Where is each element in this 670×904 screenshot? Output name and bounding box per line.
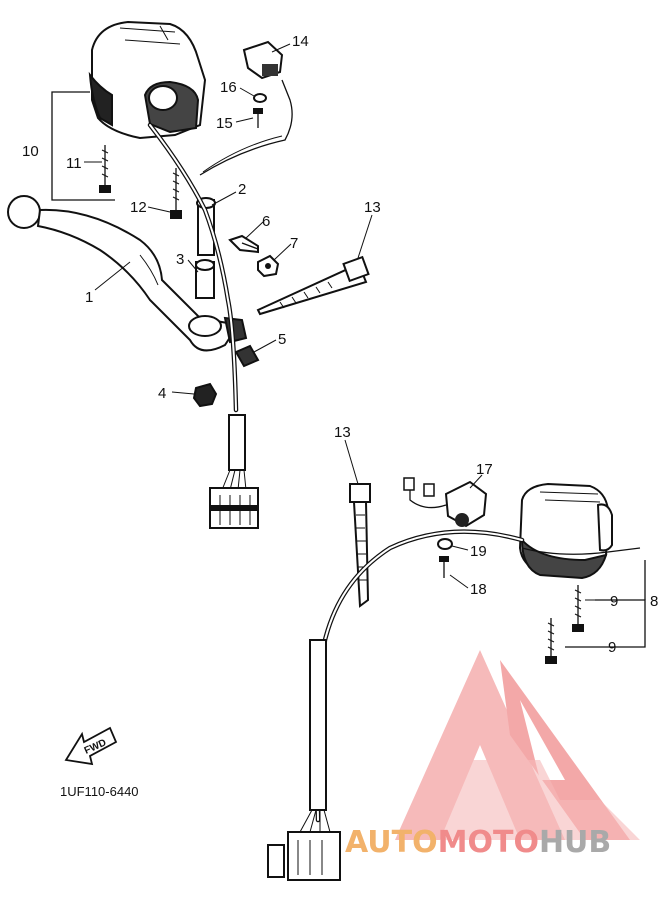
bushing-3 [195,259,215,299]
watermark-auto-text: AUTO [345,825,438,860]
washer-16 [253,93,267,103]
callout-5: 5 [278,331,286,348]
screw-18 [439,556,449,578]
callout-10: 10 [22,143,39,160]
svg-text:AUTOMOTOHUB: AUTOMOTOHUB [345,825,611,860]
callout-labels: 1 2 3 4 5 6 7 8 9 9 10 11 12 13 13 14 15… [22,33,658,656]
screw-9-upper [572,585,584,632]
callout-8: 8 [650,593,658,610]
diagram-part-code: 1UF110-6440 [60,784,139,799]
callout-17: 17 [476,461,493,478]
callout-6: 6 [262,213,270,230]
forward-direction-arrow-icon: FWD [64,726,118,766]
watermark-moto-text: MOTO [438,825,539,860]
screw-11 [99,145,111,193]
watermark-hub-text: HUB [539,825,611,860]
callout-2: 2 [238,181,246,198]
callout-9-upper: 9 [610,593,618,610]
left-switch-housing [88,20,207,140]
callout-13-upper: 13 [364,199,381,216]
bolt-5 [234,344,260,368]
callout-9-lower: 9 [608,639,616,656]
right-switch-housing [518,482,613,580]
callout-bracket-10 [51,91,115,201]
leader-lines [84,43,600,601]
cable-tie-13-upper [256,255,370,316]
screw-12 [170,168,182,219]
watermark-logo-icon [395,650,640,840]
nut-4 [192,382,218,408]
callout-16: 16 [220,79,237,96]
screw-9-lower [545,618,557,664]
switch-14 [242,40,284,80]
callout-11: 11 [66,155,82,172]
lower-connector [267,831,341,881]
callout-12: 12 [130,199,147,216]
callout-1: 1 [85,289,93,306]
watermark-wordmark: AUTOMOTOHUB [345,825,611,860]
callout-14: 14 [292,33,309,50]
switch-17 [403,477,488,528]
nut-7 [257,254,280,278]
callout-4: 4 [158,385,166,402]
upper-harness-sleeve [221,414,247,491]
cable-tie-13-lower [349,483,371,608]
callout-18: 18 [470,581,487,598]
lower-harness-sleeve [299,639,331,833]
callout-13-lower: 13 [334,424,351,441]
callout-19: 19 [470,543,487,560]
callout-bracket-8 [565,599,646,648]
bolt-6 [228,234,259,254]
upper-wire-harness [147,122,239,413]
callout-3: 3 [176,251,184,268]
callout-15: 15 [216,115,233,132]
washer-19 [437,538,453,550]
screw-15 [253,108,263,128]
upper-connector [209,487,259,529]
callout-7: 7 [290,235,298,252]
